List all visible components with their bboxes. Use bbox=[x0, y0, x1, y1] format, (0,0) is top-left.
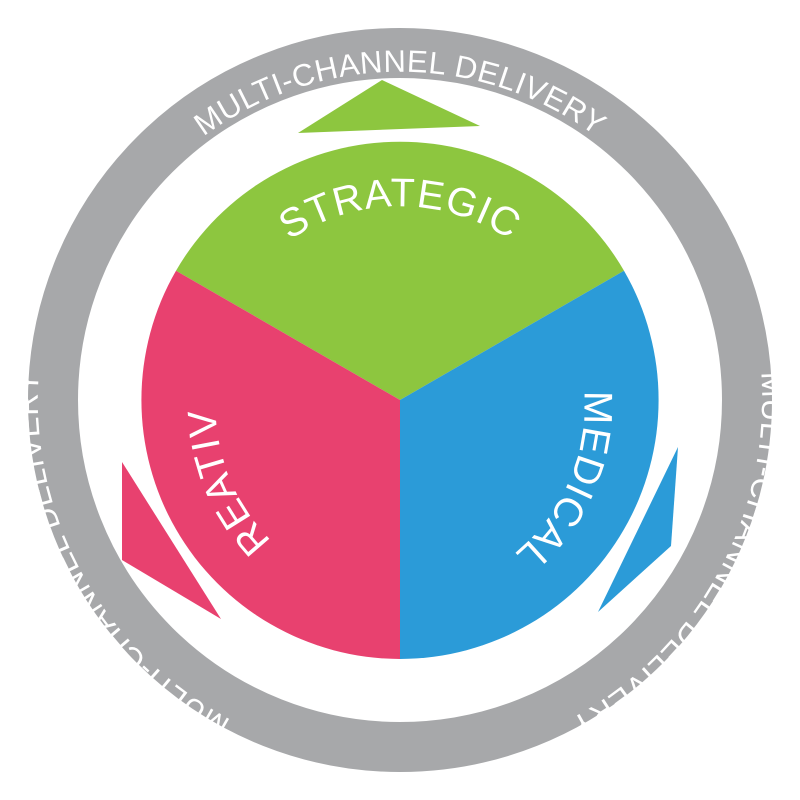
segment-creative bbox=[141, 270, 400, 659]
creative-pointer bbox=[122, 462, 221, 619]
segment-strategic bbox=[176, 141, 624, 401]
strategic-pointer bbox=[298, 80, 480, 133]
center-pie bbox=[141, 141, 659, 659]
medical-pointer bbox=[598, 447, 678, 612]
outer-ring bbox=[28, 28, 772, 772]
segment-medical bbox=[400, 270, 659, 659]
